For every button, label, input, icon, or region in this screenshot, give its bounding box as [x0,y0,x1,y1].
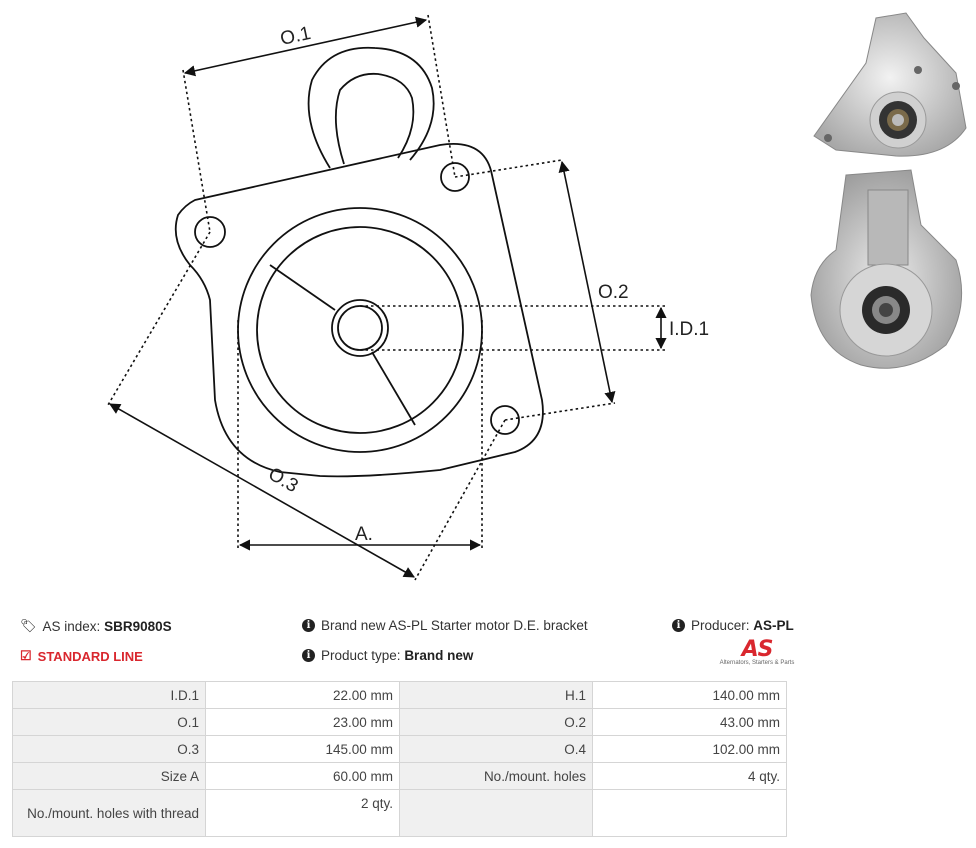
info-icon: i [302,649,315,662]
description-text: Brand new AS-PL Starter motor D.E. brack… [321,618,588,633]
product-type-info: i Product type: Brand new [302,648,473,663]
technical-drawing: O.1 O.2 O.3 I.D.1 A. [107,14,709,581]
label-a: A. [355,524,373,545]
spec-label: O.1 [12,708,206,736]
spec-value: 140.00 mm [592,681,787,709]
product-type-label: Product type: [321,648,401,663]
spec-value: 102.00 mm [592,735,787,763]
producer-label: Producer: [691,618,750,633]
info-icon: i [672,619,685,632]
spec-label: No./mount. holes [399,762,593,790]
product-photo-back [810,169,963,369]
o2-dimension [558,160,616,404]
bore-outer [331,299,389,357]
outer-circle [237,207,483,453]
producer-info: i Producer: AS-PL [672,618,794,633]
spec-label: Size A [12,762,206,790]
as-pl-logo: AS Alternators, Starters & Parts [712,637,802,667]
spec-value: 43.00 mm [592,708,787,736]
product-photo-front [813,12,967,157]
spec-label: H.1 [399,681,593,709]
label-o2: O.2 [598,282,629,303]
spec-label: I.D.1 [12,681,206,709]
producer-value: AS-PL [753,618,794,633]
tags-icon: 🏷︎ [20,618,37,633]
logo-subtitle: Alternators, Starters & Parts [719,660,795,666]
spec-value: 2 qty. [205,789,400,837]
bore-inner [337,305,383,351]
product-type-value: Brand new [404,648,474,663]
table-row: O.1 23.00 mm O.2 43.00 mm [12,708,787,736]
spec-value: 22.00 mm [205,681,400,709]
as-index-value: SBR9080S [104,618,172,634]
table-row: Size A 60.00 mm No./mount. holes 4 qty. [12,762,787,790]
info-icon: i [302,619,315,632]
standard-line-text: STANDARD LINE [37,648,143,664]
spec-label [399,789,593,837]
spec-label: O.4 [399,735,593,763]
spec-value: 23.00 mm [205,708,400,736]
spec-value: 60.00 mm [205,762,400,790]
as-index-info: 🏷︎ AS index: SBR9080S [20,618,172,634]
description-info: i Brand new AS-PL Starter motor D.E. bra… [302,618,588,633]
logo-text: AS [741,637,774,662]
as-index-label: AS index: [42,618,101,634]
spec-label: No./mount. holes with thread [12,789,206,837]
spec-label: O.3 [12,735,206,763]
spec-label: O.2 [399,708,593,736]
table-row: No./mount. holes with thread 2 qty. [12,789,787,837]
check-square-icon: ☑ [20,648,32,663]
specs-table: I.D.1 22.00 mm H.1 140.00 mm O.1 23.00 m… [12,681,787,837]
inner-circle [256,226,464,434]
spec-value: 4 qty. [592,762,787,790]
table-row: I.D.1 22.00 mm H.1 140.00 mm [12,681,787,709]
spec-value: 145.00 mm [205,735,400,763]
label-id1: I.D.1 [669,319,709,340]
standard-line-badge: ☑ STANDARD LINE [20,648,143,664]
bracket-outline [174,143,544,478]
o1-dimension [183,16,428,77]
spec-value [592,789,787,837]
table-row: O.3 145.00 mm O.4 102.00 mm [12,735,787,763]
o3-dimension [109,403,415,578]
